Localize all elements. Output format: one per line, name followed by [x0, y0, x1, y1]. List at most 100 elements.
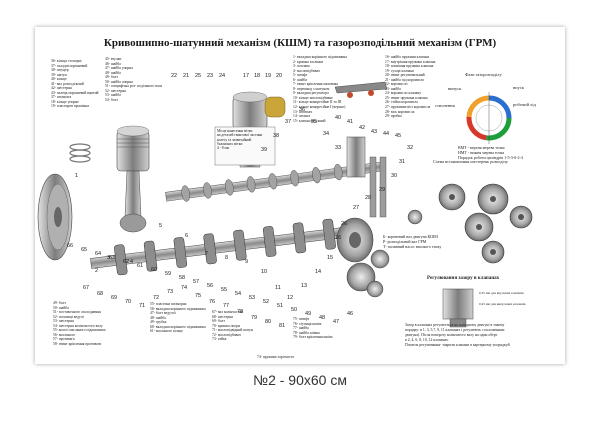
- legend-item: 10- кільце масловідбивне: [293, 95, 333, 100]
- part-number: 17: [243, 73, 249, 79]
- note-line: в 2, 4, 6, 8, 10, 12 клапанах.: [405, 338, 450, 342]
- phase-title: Фази газорозподілу: [465, 72, 502, 77]
- part-numbers: 1234567891011121314151626272829303132333…: [67, 107, 413, 329]
- part-number: 22: [171, 73, 177, 79]
- note-line: двигуна). Після повороту колінчатого вал…: [405, 333, 498, 337]
- legend-item: 26- стійка коромисла: [385, 100, 418, 105]
- legend-item: 56- вкладиш корінного підшипника: [150, 306, 206, 311]
- part-number: 23: [207, 73, 213, 79]
- flywheel: [37, 173, 73, 261]
- part-number: 28: [365, 195, 371, 201]
- legend-item: 48- шайба: [105, 70, 121, 75]
- part-number: 62: [123, 259, 129, 265]
- part-number: 55: [221, 287, 227, 293]
- note-line: Порядок роботи циліндрів 1-5-3-6-2-4: [458, 155, 523, 160]
- valve-clearance-detail: [442, 288, 474, 328]
- legend-item: 50- шайба: [53, 305, 69, 310]
- legend-item: 22- коромисло: [385, 82, 408, 87]
- part-number: 38: [273, 133, 279, 139]
- legend-item: 12- кільце компресійне I (верхнє): [293, 105, 346, 110]
- legend-item: 58- гвинт кріплення противаги: [53, 341, 102, 346]
- part-number: 78: [237, 309, 243, 315]
- legend-item: 1- вкладиш корінного підшипника: [293, 55, 347, 59]
- part-number: 74: [181, 285, 187, 291]
- part-number: 29: [379, 187, 385, 193]
- part-number: 66: [67, 243, 73, 249]
- part-number: 50: [291, 307, 297, 313]
- part-number: 81: [279, 323, 285, 329]
- legend-item: 70- кришка опори: [212, 323, 241, 328]
- legend-item: 53- шестерня: [53, 319, 74, 324]
- part-number: 39: [261, 147, 267, 153]
- gap-exhaust-label: 0,45 мм для випускних клапанів: [479, 302, 526, 306]
- legend-item: 27- пружинне вісі коромисла: [385, 105, 431, 110]
- part-number: 7: [205, 251, 208, 257]
- legend-item: 76- ступиця шківа: [293, 321, 322, 326]
- part-number: 72: [153, 295, 159, 301]
- legend-item: 38- штуцер: [51, 68, 69, 73]
- crankshaft: [90, 217, 374, 276]
- legend-item: 29- пробка: [385, 114, 402, 119]
- part-number: 3: [107, 255, 110, 261]
- part-number: 45: [395, 133, 401, 139]
- note-line: ВМТ - верхня мертва точка: [458, 145, 505, 150]
- gap-intake-label: 0,35 мм для впускних клапанів: [479, 291, 524, 295]
- valve-timing-wheel: [466, 92, 512, 144]
- inset-line: 4 - 8 мм: [217, 146, 230, 151]
- part-number: 25: [195, 73, 201, 79]
- legend-item: 28- вісь коромисла: [385, 109, 415, 114]
- legend-item: 47- болт ведучої: [150, 311, 176, 316]
- part-number: 32: [407, 145, 413, 151]
- regulation-text: Зазор в клапанах регулюється на холодном…: [405, 323, 510, 348]
- part-number: 49: [305, 311, 311, 317]
- legend-item: 11- кільце компресійне II та III: [293, 100, 342, 105]
- part-number: 64: [95, 251, 101, 257]
- legend-item: 6- шайба: [293, 77, 307, 82]
- legend-item: 46- шайба: [105, 61, 121, 66]
- note-line: Р- розподільний вал ГРМ: [383, 239, 427, 244]
- legend-item: 17- внутрішня пружина клапана: [385, 59, 436, 64]
- part-number: 34: [323, 131, 329, 137]
- legend-item: 50- шайба опорна: [105, 79, 133, 84]
- note-line: Зазор в клапанах регулюється на холодном…: [405, 323, 505, 327]
- note-line: НМТ - нижня мертва точка: [458, 150, 505, 155]
- legend-item: 56- масляного: [53, 332, 76, 337]
- note-line: порядку: в 1, 3, 5,7, 9, 11 клапанах і р…: [405, 328, 505, 332]
- legend-item: 54- болт: [105, 97, 118, 102]
- legend-item: 51- поставочного охолоднення: [53, 310, 101, 315]
- part-number: 56: [207, 283, 213, 289]
- camshaft: [165, 160, 385, 202]
- piston-rings: [69, 143, 91, 163]
- part-number: 18: [254, 73, 260, 79]
- legend-item: 13- штовхач: [293, 109, 312, 114]
- part-number: 33: [335, 145, 341, 151]
- valve-train: [334, 81, 388, 218]
- phase-power-label: робочий хід: [513, 102, 536, 107]
- legend-item: 68- шестерня: [212, 314, 233, 319]
- legend-item: 48- шайба: [150, 315, 166, 320]
- legend-item: 37- штангага: [51, 95, 72, 100]
- legend-item: 60- вкладиш корінного підшипника: [150, 324, 206, 329]
- part-number: 15: [327, 255, 333, 261]
- part-number: 63: [109, 255, 115, 261]
- part-number: 80: [265, 319, 271, 325]
- inset-line: балансних мітки: [217, 141, 243, 146]
- part-number: 73: [167, 289, 173, 295]
- part-number: 61: [137, 263, 143, 269]
- legend-item: 74- пружина тарілчаста: [257, 355, 294, 359]
- part-number: 30: [391, 173, 397, 179]
- part-number: 60: [151, 267, 157, 273]
- part-number: 70: [125, 299, 131, 305]
- part-number: 24: [219, 73, 225, 79]
- legend-item: 18- кільце упорне: [51, 99, 79, 104]
- legend-item: 18- зовнішня пружина клапана: [385, 64, 434, 69]
- mark-inset-box: [214, 126, 276, 166]
- legend-item: 45- втулки: [105, 57, 122, 61]
